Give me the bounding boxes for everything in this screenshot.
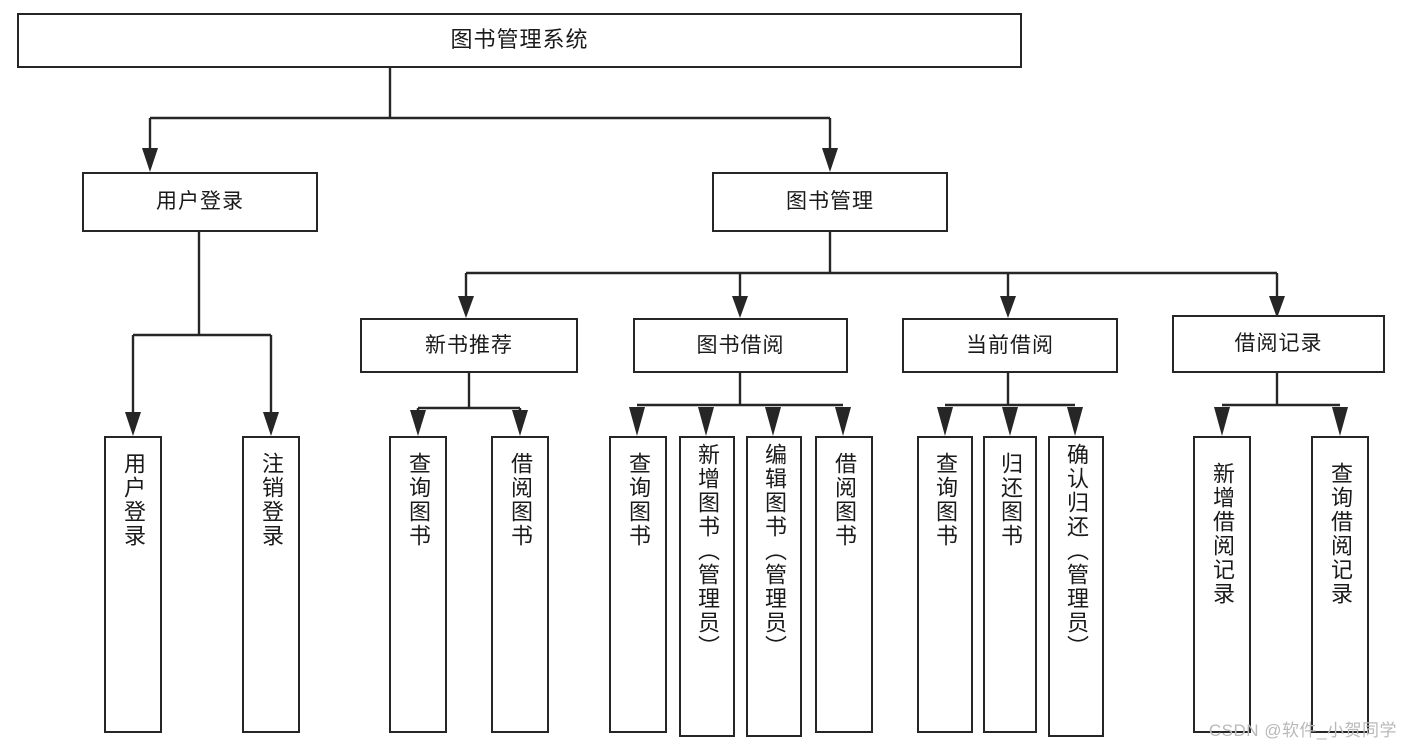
- node-leaf-query-book-2-label: 查询图书: [625, 452, 651, 548]
- arrow-cb-to-leaf-1: [937, 407, 953, 436]
- arrow-bm-to-new-book: [458, 296, 474, 318]
- node-user-login-label: 用户登录: [156, 190, 244, 214]
- node-current-borrow-label: 当前借阅: [966, 333, 1054, 357]
- node-leaf-edit-book[interactable]: 编辑图书（管理员）: [746, 436, 802, 737]
- node-leaf-add-book[interactable]: 新增图书（管理员）: [679, 436, 735, 737]
- node-leaf-add-book-label: 新增图书（管理员）: [694, 443, 720, 659]
- node-leaf-query-record-label: 查询借阅记录: [1327, 462, 1353, 606]
- node-new-book-recommend[interactable]: 新书推荐: [360, 318, 578, 373]
- arrow-bb-to-leaf-2: [698, 407, 714, 436]
- arrow-bm-to-current-borrow: [1000, 296, 1016, 318]
- arrow-cb-to-leaf-3: [1067, 407, 1083, 436]
- node-book-borrow-label: 图书借阅: [696, 333, 785, 357]
- node-leaf-query-book-3[interactable]: 查询图书: [917, 436, 973, 733]
- watermark-text: CSDN @软件_小贺同学: [1208, 721, 1397, 740]
- node-leaf-confirm-return[interactable]: 确认归还（管理员）: [1048, 436, 1104, 737]
- arrow-root-to-book-manage: [822, 148, 838, 172]
- arrow-br-to-leaf-2: [1332, 407, 1348, 436]
- arrow-cb-to-leaf-2: [1002, 407, 1018, 436]
- node-leaf-user-logout-label: 注销登录: [258, 452, 284, 548]
- arrow-bb-to-leaf-1: [629, 407, 645, 436]
- node-leaf-user-login[interactable]: 用户登录: [104, 436, 162, 733]
- node-leaf-add-record[interactable]: 新增借阅记录: [1193, 436, 1251, 733]
- node-book-manage[interactable]: 图书管理: [712, 172, 948, 232]
- arrow-br-to-leaf-1: [1214, 407, 1230, 436]
- arrow-bm-to-book-borrow: [732, 296, 748, 318]
- node-leaf-query-book-1-label: 查询图书: [405, 452, 431, 548]
- node-new-book-recommend-label: 新书推荐: [425, 333, 513, 357]
- node-leaf-query-book-1[interactable]: 查询图书: [389, 436, 447, 733]
- node-book-borrow[interactable]: 图书借阅: [633, 318, 848, 373]
- node-root-label: 图书管理系统: [450, 27, 589, 53]
- node-book-manage-label: 图书管理: [786, 190, 874, 214]
- node-leaf-borrow-book-1[interactable]: 借阅图书: [491, 436, 549, 733]
- node-leaf-borrow-book-2-label: 借阅图书: [831, 452, 857, 548]
- node-leaf-return-book-label: 归还图书: [997, 452, 1023, 548]
- node-leaf-query-record[interactable]: 查询借阅记录: [1311, 436, 1369, 733]
- arrow-user-login-to-leaf-1: [125, 412, 141, 436]
- node-leaf-query-book-3-label: 查询图书: [932, 452, 958, 548]
- node-leaf-edit-book-label: 编辑图书（管理员）: [761, 443, 787, 659]
- node-current-borrow[interactable]: 当前借阅: [902, 318, 1118, 373]
- arrow-nb-to-leaf-1: [410, 410, 426, 436]
- node-user-login[interactable]: 用户登录: [82, 172, 318, 232]
- node-leaf-add-record-label: 新增借阅记录: [1209, 462, 1235, 606]
- node-leaf-borrow-book-2[interactable]: 借阅图书: [815, 436, 873, 733]
- node-root[interactable]: 图书管理系统: [17, 13, 1022, 68]
- arrow-user-login-to-leaf-2: [263, 412, 279, 436]
- arrow-bb-to-leaf-3: [765, 407, 781, 436]
- node-leaf-user-login-label: 用户登录: [120, 452, 146, 548]
- node-leaf-borrow-book-1-label: 借阅图书: [507, 452, 533, 548]
- node-borrow-record-label: 借阅记录: [1234, 332, 1323, 356]
- arrow-bb-to-leaf-4: [835, 407, 851, 436]
- node-borrow-record[interactable]: 借阅记录: [1172, 315, 1385, 373]
- node-leaf-return-book[interactable]: 归还图书: [983, 436, 1037, 733]
- arrow-root-to-user-login: [142, 148, 158, 172]
- node-leaf-query-book-2[interactable]: 查询图书: [609, 436, 667, 733]
- node-leaf-user-logout[interactable]: 注销登录: [242, 436, 300, 733]
- node-leaf-confirm-return-label: 确认归还（管理员）: [1063, 443, 1089, 659]
- arrow-nb-to-leaf-2: [512, 410, 528, 436]
